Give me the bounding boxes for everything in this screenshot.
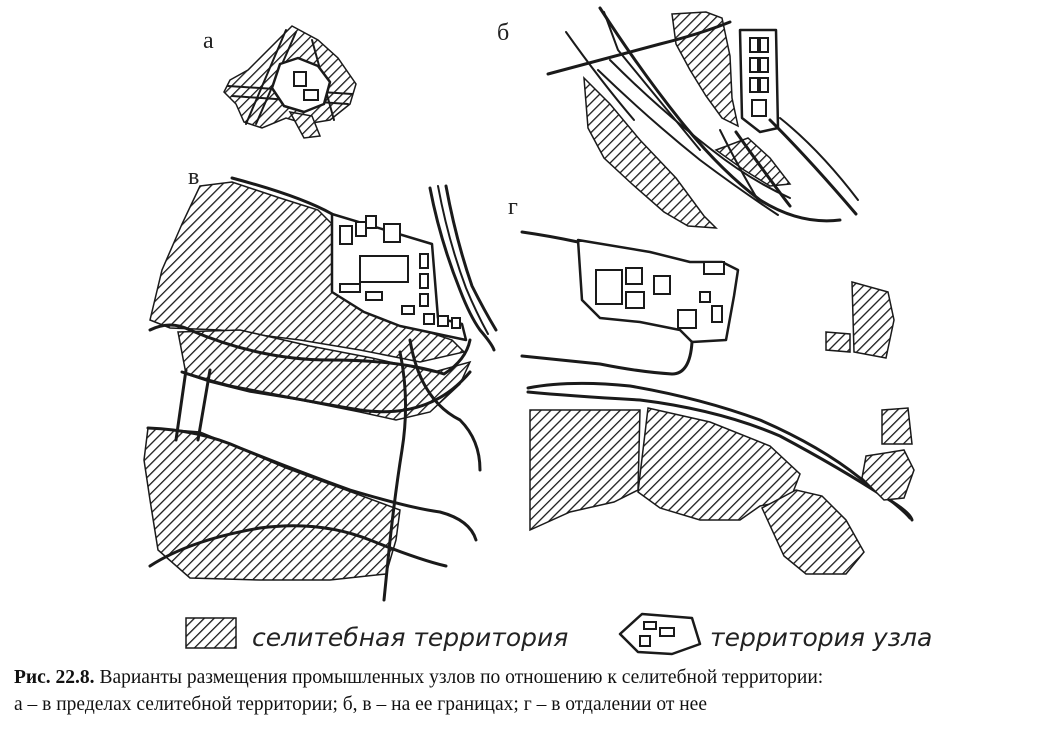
panel-g-residential-east-small <box>881 407 913 445</box>
panel-a-residential-block <box>288 110 322 139</box>
caption-text-1: Варианты размещения промышленных узлов п… <box>99 667 824 688</box>
panel-v-buildings <box>339 215 461 329</box>
panel-a-label: а <box>203 28 214 54</box>
panel-b-buildings <box>749 37 769 117</box>
panel-b-roads <box>546 6 859 223</box>
panel-b-label: б <box>497 20 509 46</box>
panel-v: в <box>143 164 498 602</box>
legend-residential-label: селитебная территория <box>252 623 568 652</box>
panel-g-residential-southeast <box>761 489 865 575</box>
panel-g-residential-middle <box>637 407 801 521</box>
panel-b: б <box>497 6 859 229</box>
panel-a-building <box>293 71 307 87</box>
caption-line-1: Рис. 22.8. Варианты размещения промышлен… <box>14 664 1054 691</box>
panel-b-residential-left <box>583 76 718 229</box>
panel-b-residential-top <box>671 11 740 128</box>
legend-residential-swatch <box>185 617 237 649</box>
panel-b-residential-wedge <box>714 137 792 187</box>
panel-g-residential-northeast-small <box>825 331 851 353</box>
panel-g-residential-far-east <box>861 449 915 501</box>
caption-title: Рис. 22.8. <box>14 667 95 688</box>
panel-g-label: г <box>508 194 518 220</box>
figure-caption: Рис. 22.8. Варианты размещения промышлен… <box>14 664 1054 718</box>
legend-node-label: территория узла <box>710 623 932 652</box>
panel-g-residential-northeast <box>851 281 895 359</box>
legend: селитебная территория территория узла <box>185 612 932 656</box>
panel-g-residential-southwest <box>529 409 641 532</box>
figure-drawing: а б <box>143 6 932 656</box>
panel-a: а <box>203 25 357 139</box>
panel-v-roads <box>146 176 498 602</box>
panel-g: г <box>508 194 915 575</box>
caption-line-2: а – в пределах селитебной территории; б,… <box>14 694 707 715</box>
panel-v-residential-south <box>143 427 401 581</box>
panel-a-building <box>303 89 319 101</box>
panel-g-buildings <box>595 261 725 329</box>
panel-v-label: в <box>188 164 199 190</box>
